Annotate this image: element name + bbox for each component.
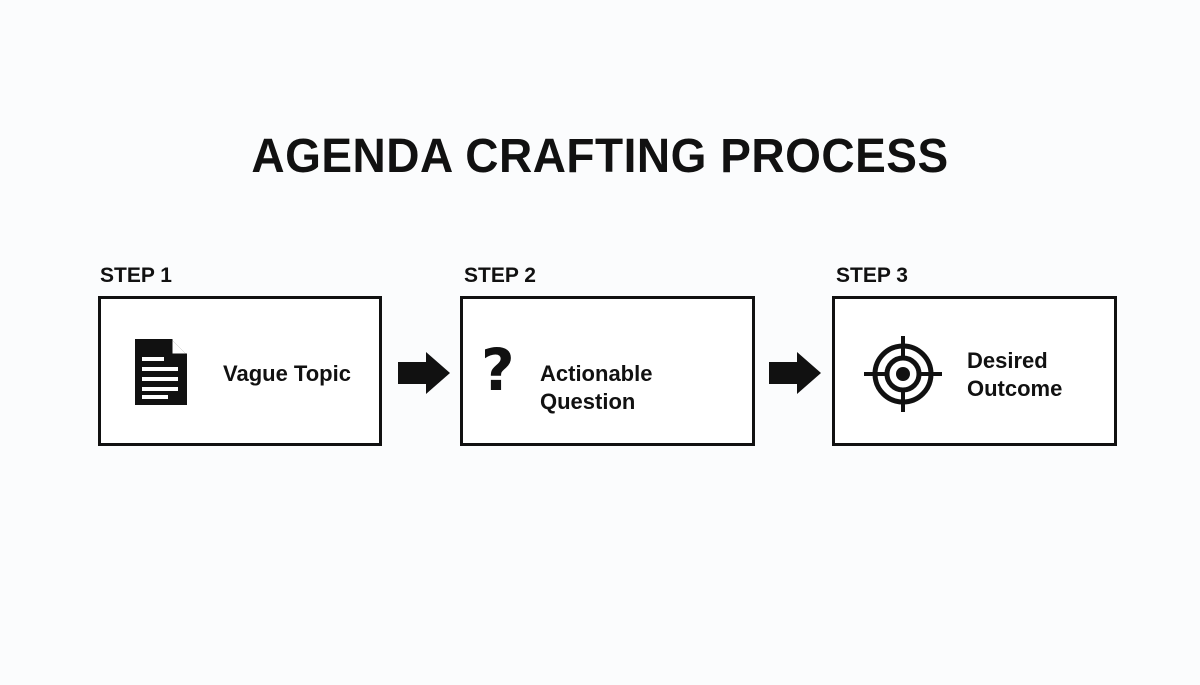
step-3-text: Desired Outcome <box>967 347 1062 403</box>
step-1-box: Vague Topic <box>98 296 382 446</box>
step-3-box: Desired Outcome <box>832 296 1117 446</box>
arrow-right-icon <box>767 350 823 401</box>
step-2-label: STEP 2 <box>464 264 536 287</box>
step-2-box: ? Actionable Question <box>460 296 755 446</box>
arrow-right-icon <box>396 350 452 401</box>
step-1-text: Vague Topic <box>223 361 351 386</box>
document-icon <box>133 337 189 412</box>
step-3-text-line1: Desired <box>967 348 1048 373</box>
step-1-label: STEP 1 <box>100 264 172 287</box>
step-3-label: STEP 3 <box>836 264 908 287</box>
page-title: AGENDA CRAFTING PROCESS <box>251 127 949 183</box>
step-2-text: Actionable Question <box>540 361 653 414</box>
target-icon <box>863 335 943 418</box>
question-mark-icon: ? <box>481 336 515 404</box>
step-3-text-line2: Outcome <box>967 376 1063 401</box>
